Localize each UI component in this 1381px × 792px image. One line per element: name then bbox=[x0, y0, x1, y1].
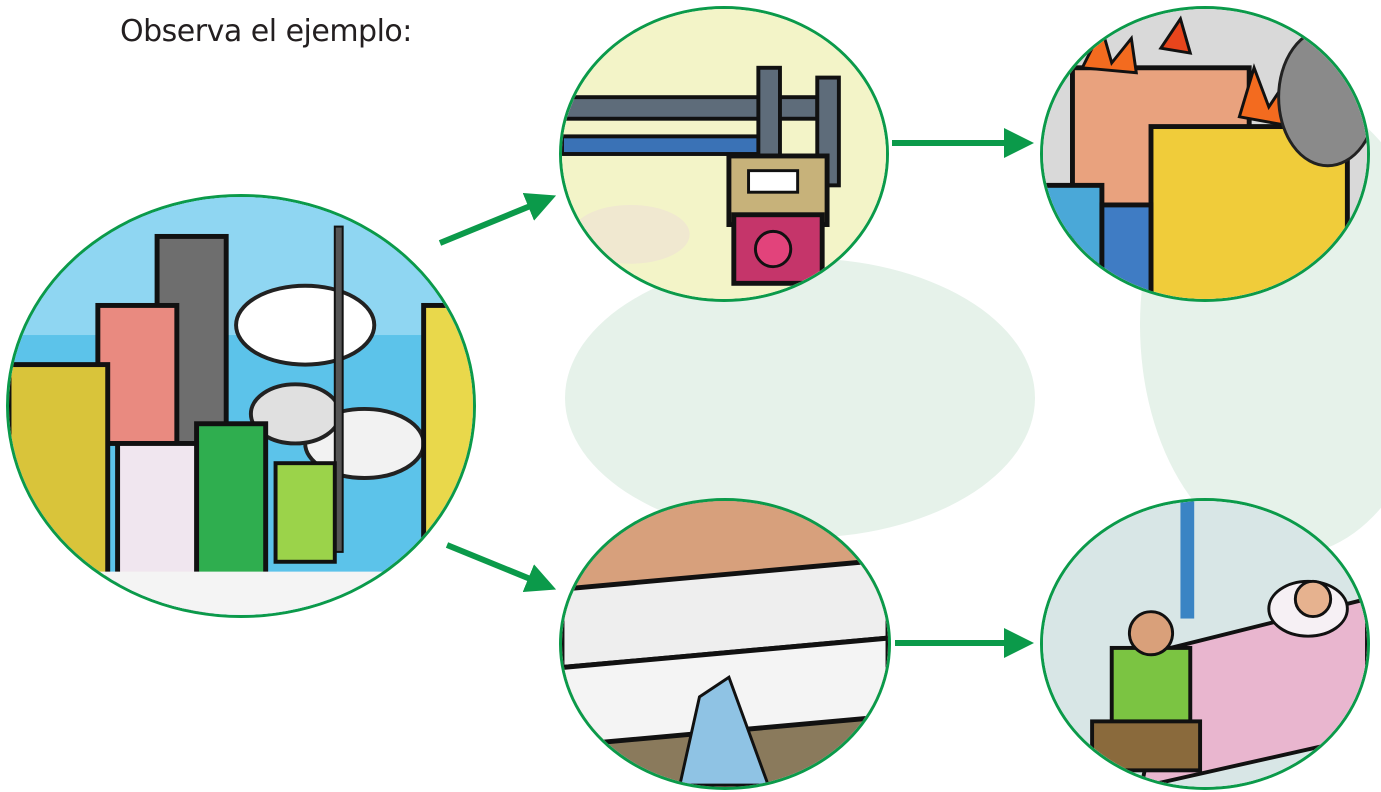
broken-gas-pipe-illustration bbox=[559, 6, 889, 302]
building-fire-illustration bbox=[1040, 6, 1370, 302]
broken-water-pipe-illustration bbox=[559, 498, 891, 790]
earthquake-city-illustration bbox=[6, 194, 476, 618]
background-blob-center bbox=[565, 258, 1035, 538]
sick-person-illustration bbox=[1040, 498, 1370, 790]
instruction-text: Observa el ejemplo: bbox=[120, 14, 412, 49]
arrow-city-to-pipe bbox=[438, 192, 557, 246]
arrow-city-to-water bbox=[445, 542, 557, 593]
